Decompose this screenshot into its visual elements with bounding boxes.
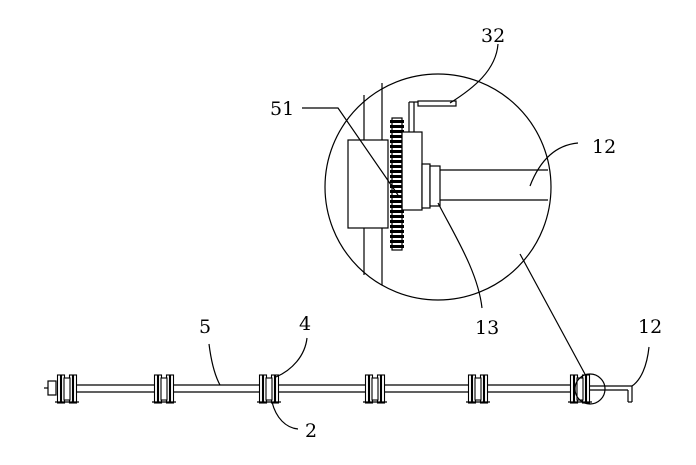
bearing-disc xyxy=(467,374,473,404)
leader-13 xyxy=(437,202,483,309)
label-51: 51 xyxy=(270,98,294,120)
gear-tooth xyxy=(390,125,404,128)
bearing-hub xyxy=(160,377,168,401)
leader-32 xyxy=(449,43,499,104)
bearing-hub xyxy=(63,377,71,401)
bearing-disc xyxy=(274,374,280,404)
gear-tooth xyxy=(390,145,404,148)
bearing-unit xyxy=(55,374,79,404)
gear-tooth xyxy=(390,215,404,218)
gear-tooth xyxy=(390,195,404,198)
gear-tooth xyxy=(390,210,404,213)
bearing-disc xyxy=(72,374,78,404)
gear-tooth xyxy=(390,205,404,208)
label-12-detail: 12 xyxy=(592,136,616,158)
gear-tooth xyxy=(390,235,404,238)
detail-circle xyxy=(324,73,552,301)
bearing-hub xyxy=(265,377,273,401)
gear-tooth xyxy=(390,170,404,173)
leader-lines xyxy=(208,43,650,430)
gear-tooth xyxy=(390,245,404,248)
gear-tooth xyxy=(390,135,404,138)
label-4: 4 xyxy=(299,313,311,335)
main-shaft-assembly xyxy=(44,373,633,405)
gear-tooth xyxy=(390,120,404,123)
bearing-unit xyxy=(257,374,281,404)
bearing-disc xyxy=(153,374,159,404)
hub-block xyxy=(401,131,423,211)
bearing-unit xyxy=(466,374,490,404)
bearing-hub xyxy=(474,377,482,401)
label-5: 5 xyxy=(199,316,211,338)
bearing-unit xyxy=(568,374,592,404)
gear-teeth xyxy=(390,120,404,248)
coupling-flange-a xyxy=(421,163,431,209)
bearing-disc xyxy=(585,374,591,404)
gear-tooth xyxy=(390,140,404,143)
gear-tooth xyxy=(390,200,404,203)
gear-tooth xyxy=(390,180,404,183)
detail-connector-line xyxy=(519,253,587,377)
bearing-disc xyxy=(569,374,575,404)
bearing-disc xyxy=(56,374,62,404)
gear-tooth xyxy=(390,175,404,178)
gear-tooth xyxy=(390,220,404,223)
bearing-unit xyxy=(152,374,176,404)
gear-tooth xyxy=(390,160,404,163)
left-end-cap xyxy=(47,380,57,396)
bearing-unit xyxy=(363,374,387,404)
label-12-shaft: 12 xyxy=(638,316,662,338)
detail-view xyxy=(324,73,552,301)
coupling-flange-b xyxy=(429,165,441,207)
bearing-disc xyxy=(169,374,175,404)
label-13: 13 xyxy=(475,317,499,339)
gear-tooth xyxy=(390,190,404,193)
gear-tooth xyxy=(390,165,404,168)
leader-12-detail xyxy=(529,142,579,187)
crank-handle xyxy=(417,100,457,107)
gear-tooth xyxy=(390,225,404,228)
leader-2 xyxy=(271,401,299,430)
gear-tooth xyxy=(390,150,404,153)
leader-51 xyxy=(302,107,399,196)
left-block xyxy=(347,139,389,229)
bearing-disc xyxy=(483,374,489,404)
bearing-hub xyxy=(576,377,584,401)
bearing-disc xyxy=(364,374,370,404)
gear-tooth xyxy=(390,130,404,133)
bearing-units xyxy=(55,374,592,404)
label-32: 32 xyxy=(481,25,505,47)
bearing-disc xyxy=(380,374,386,404)
gear-tooth xyxy=(390,230,404,233)
bearing-hub xyxy=(371,377,379,401)
leader-5 xyxy=(208,343,221,386)
gear-tooth xyxy=(390,185,404,188)
detail-marker-circle xyxy=(574,373,606,405)
bearing-disc xyxy=(258,374,264,404)
gear-tooth xyxy=(390,240,404,243)
leader-12-shaft xyxy=(631,346,650,387)
leader-4 xyxy=(275,337,308,378)
gear-tooth xyxy=(390,155,404,158)
label-2: 2 xyxy=(305,420,317,442)
